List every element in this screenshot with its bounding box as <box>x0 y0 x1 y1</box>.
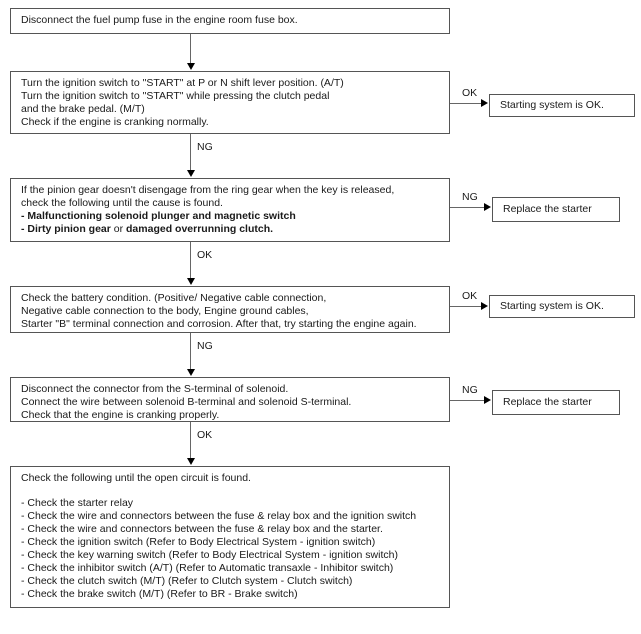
step-text: If the pinion gear doesn't disengage fro… <box>21 184 395 196</box>
step-text: Turn the ignition switch to "START" at P… <box>21 77 344 89</box>
result-text: Starting system is OK. <box>500 99 604 111</box>
step-text: Negative cable connection to the body, E… <box>21 305 309 317</box>
flow-step-ignition-start-check: Turn the ignition switch to "START" at P… <box>10 71 450 134</box>
step-text-bold: - Dirty pinion gear <box>21 223 111 235</box>
checklist-item: - Check the key warning switch (Refer to… <box>21 549 398 561</box>
arrow-down-icon <box>186 170 195 177</box>
result-starting-system-ok: Starting system is OK. <box>489 94 635 117</box>
arrow-right-icon <box>481 302 488 310</box>
step-text: or <box>110 223 127 235</box>
flow-step-solenoid-terminal-check: Disconnect the connector from the S-term… <box>10 377 450 422</box>
connector-label-ok: OK <box>197 249 213 261</box>
result-text: Replace the starter <box>503 396 592 408</box>
down-connector-line <box>190 422 191 458</box>
arrow-down-icon <box>186 458 195 465</box>
branch-label-ng: NG <box>462 191 478 203</box>
checklist-item: - Check the wire and connectors between … <box>21 523 383 535</box>
branch-label-ng: NG <box>462 384 478 396</box>
down-connector-line <box>190 242 191 278</box>
connector-label-ok: OK <box>197 429 213 441</box>
arrow-down-icon <box>186 278 195 285</box>
flow-step-open-circuit-checklist: Check the following until the open circu… <box>10 466 450 608</box>
step-text-bold: - Malfunctioning solenoid plunger and ma… <box>21 210 296 222</box>
connector-label-ng: NG <box>197 141 213 153</box>
result-text: Starting system is OK. <box>500 300 604 312</box>
checklist-item: - Check the ignition switch (Refer to Bo… <box>21 536 376 548</box>
arrow-right-icon <box>484 396 491 404</box>
step-text: Check the following until the open circu… <box>21 472 251 484</box>
flow-step-pinion-gear-check: If the pinion gear doesn't disengage fro… <box>10 178 450 242</box>
arrow-down-icon <box>186 369 195 376</box>
step-text-bold: damaged overrunning clutch. <box>126 223 274 235</box>
result-text: Replace the starter <box>503 203 592 215</box>
step-text: Connect the wire between solenoid B-term… <box>21 396 352 408</box>
step-text: Check that the engine is cranking proper… <box>21 409 220 421</box>
step-text: Check if the engine is cranking normally… <box>21 116 209 128</box>
connector-label-ng: NG <box>197 340 213 352</box>
checklist-item: - Check the starter relay <box>21 497 134 509</box>
step-text: Starter "B" terminal connection and corr… <box>21 318 417 330</box>
side-connector-line <box>450 207 485 208</box>
side-connector-line <box>450 306 482 307</box>
step-text: and the brake pedal. (M/T) <box>21 103 145 115</box>
step-text: check the following until the cause is f… <box>21 197 223 209</box>
spacer <box>21 485 445 497</box>
checklist-item: - Check the wire and connectors between … <box>21 510 417 522</box>
step-text: Disconnect the connector from the S-term… <box>21 383 289 395</box>
branch-label-ok: OK <box>462 290 478 302</box>
step-text: Turn the ignition switch to "START" whil… <box>21 90 330 102</box>
checklist-item: - Check the clutch switch (M/T) (Refer t… <box>21 575 353 587</box>
down-connector-line <box>190 34 191 64</box>
down-connector-line <box>190 134 191 170</box>
arrow-right-icon <box>481 99 488 107</box>
result-starting-system-ok: Starting system is OK. <box>489 295 635 318</box>
flow-step-disconnect-fuel-pump-fuse: Disconnect the fuel pump fuse in the eng… <box>10 8 450 34</box>
step-text-mixed: - Dirty pinion gear or damaged overrunni… <box>21 223 445 236</box>
step-text: Check the battery condition. (Positive/ … <box>21 292 327 304</box>
step-text: Disconnect the fuel pump fuse in the eng… <box>21 14 298 26</box>
side-connector-line <box>450 400 485 401</box>
result-replace-starter: Replace the starter <box>492 390 620 415</box>
branch-label-ok: OK <box>462 87 478 99</box>
side-connector-line <box>450 103 482 104</box>
checklist-item: - Check the brake switch (M/T) (Refer to… <box>21 588 298 600</box>
flow-step-battery-condition-check: Check the battery condition. (Positive/ … <box>10 286 450 333</box>
checklist-item: - Check the inhibitor switch (A/T) (Refe… <box>21 562 394 574</box>
arrow-down-icon <box>186 63 195 70</box>
result-replace-starter: Replace the starter <box>492 197 620 222</box>
down-connector-line <box>190 333 191 369</box>
arrow-right-icon <box>484 203 491 211</box>
